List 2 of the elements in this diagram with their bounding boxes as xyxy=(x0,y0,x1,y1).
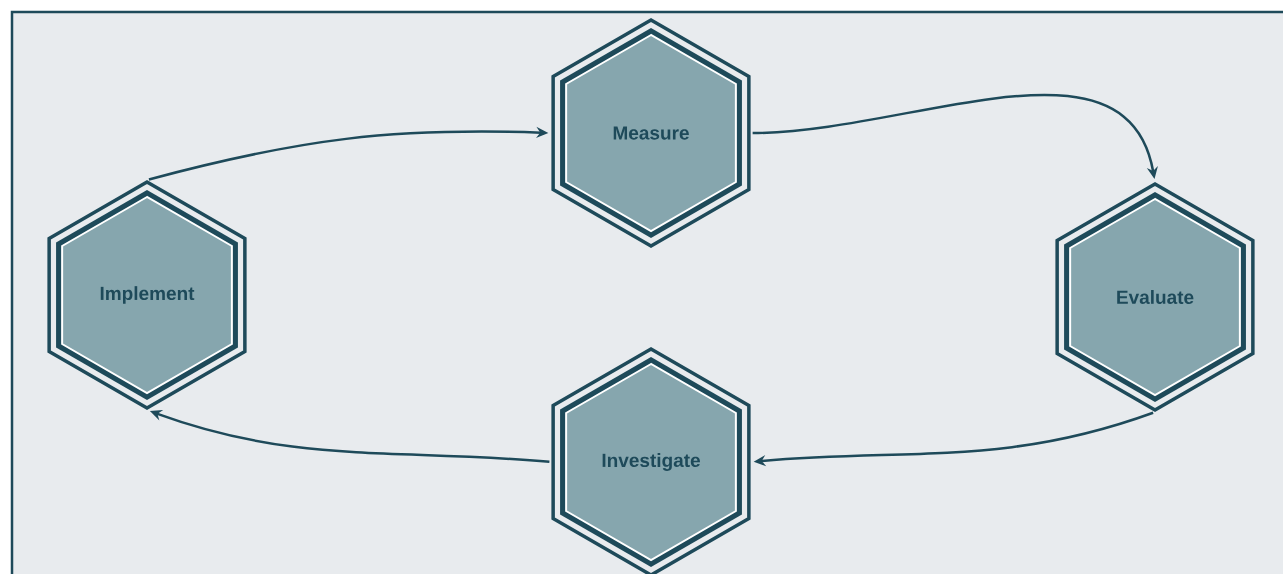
hexagon: Implement xyxy=(47,180,247,411)
hexagon: Evaluate xyxy=(1055,182,1255,413)
